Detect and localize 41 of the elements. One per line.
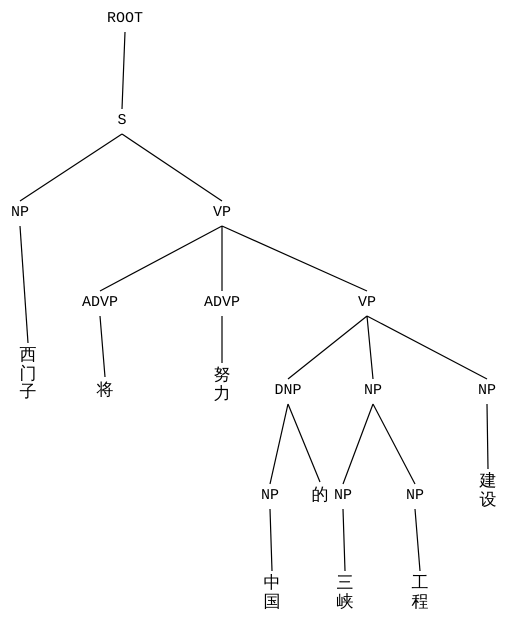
- phrase-label: ADVP: [82, 294, 118, 313]
- tree-branch: [372, 404, 416, 484]
- tree-branch: [288, 316, 368, 380]
- tree-branch: [122, 134, 222, 202]
- phrase-label: ROOT: [107, 10, 143, 29]
- word-label: 努力: [214, 366, 230, 404]
- tree-branch: [20, 134, 122, 202]
- word-label: 中国: [264, 574, 280, 612]
- phrase-label: VP: [358, 294, 376, 313]
- word-label: 三峡: [336, 574, 354, 612]
- tree-branch: [287, 404, 321, 482]
- tree-branch: [269, 508, 273, 572]
- tree-branch: [486, 404, 489, 470]
- tree-branch: [99, 316, 106, 378]
- tree-branch: [221, 226, 223, 291]
- word-label: 工程: [412, 574, 428, 612]
- word-label: 的: [312, 485, 328, 506]
- tree-branch: [366, 315, 488, 380]
- tree-branch: [19, 226, 29, 344]
- tree-branch: [342, 404, 374, 484]
- phrase-label: NP: [11, 204, 29, 223]
- tree-branch: [121, 32, 126, 110]
- phrase-label: NP: [478, 382, 496, 401]
- tree-branch: [414, 508, 421, 572]
- phrase-label: VP: [213, 204, 231, 223]
- word-label: 将: [96, 380, 114, 402]
- phrase-label: NP: [364, 382, 382, 401]
- phrase-label: S: [118, 112, 126, 131]
- tree-branch: [366, 316, 374, 380]
- word-label: 建设: [480, 472, 496, 510]
- phrase-label: NP: [334, 487, 352, 506]
- tree-branch: [221, 316, 223, 363]
- phrase-label: DNP: [274, 382, 302, 401]
- phrase-label: NP: [261, 487, 279, 506]
- phrase-label: ADVP: [204, 294, 240, 313]
- tree-branch: [100, 225, 222, 292]
- tree-branch: [342, 508, 346, 572]
- phrase-label: NP: [406, 487, 424, 506]
- word-label: 西门子: [20, 346, 36, 402]
- tree-branch: [269, 404, 289, 484]
- tree-branch: [222, 225, 368, 292]
